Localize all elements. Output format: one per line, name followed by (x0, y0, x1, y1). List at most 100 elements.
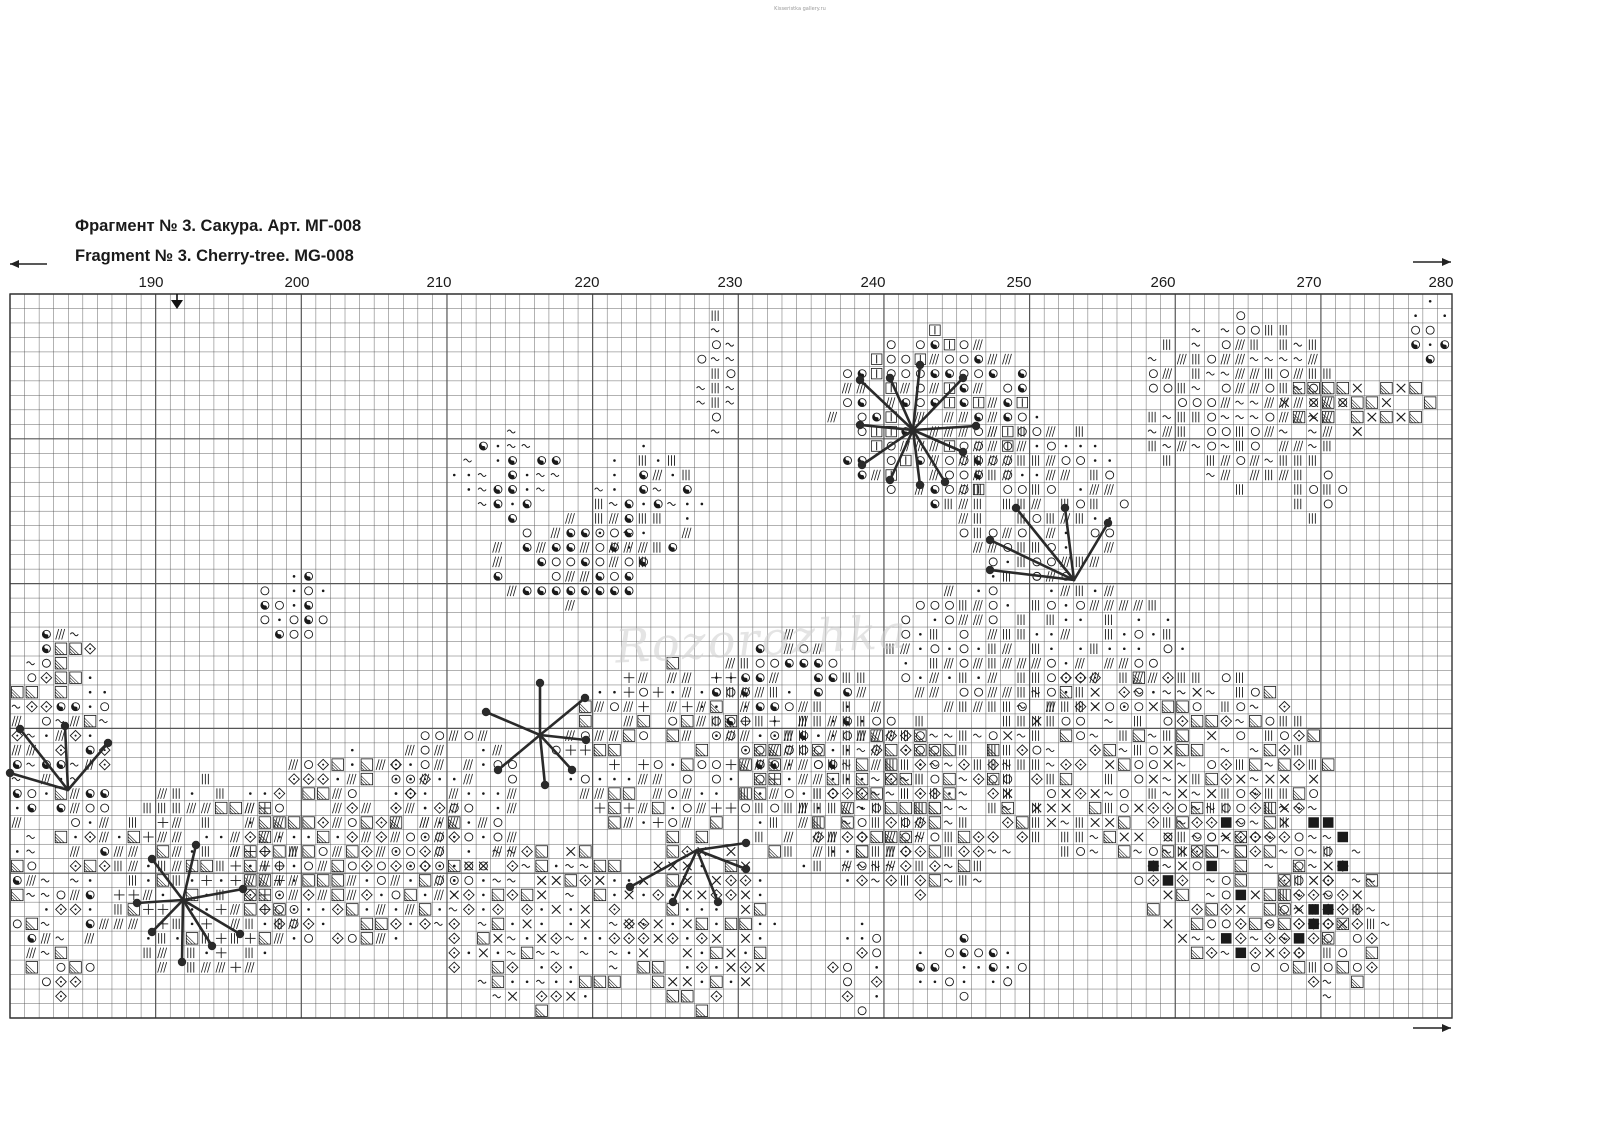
cross-symbol (522, 919, 532, 929)
circle-symbol (1119, 789, 1129, 799)
circle-symbol (551, 557, 561, 567)
diagonal-symbol (798, 701, 808, 713)
cross-symbol (1250, 890, 1261, 900)
circle-symbol (347, 818, 357, 827)
circle-symbol (1076, 600, 1086, 610)
circle-symbol (406, 861, 416, 871)
cross-symbol (682, 948, 692, 958)
dot-symbol (715, 792, 718, 795)
dot-symbol (1064, 604, 1068, 607)
hatched-symbol (1263, 801, 1277, 815)
bars-symbol (1104, 773, 1112, 785)
hatched-symbol (928, 874, 942, 887)
dot-symbol (205, 951, 208, 955)
hatched-symbol (11, 686, 24, 699)
circle-symbol (959, 629, 969, 639)
diamond-symbol (579, 874, 592, 887)
bars-symbol (1236, 426, 1243, 437)
dot-symbol (452, 879, 456, 882)
dot-symbol (423, 893, 427, 897)
diamond-symbol (928, 787, 941, 800)
dot-symbol (1050, 632, 1053, 636)
diagonal-symbol (1016, 440, 1027, 452)
diamond-symbol (1089, 671, 1102, 684)
diamond-symbol (1278, 744, 1291, 756)
tilde-symbol (26, 849, 35, 854)
circle-symbol (915, 600, 925, 610)
bars-symbol (988, 759, 996, 770)
yin-yang-symbol (493, 485, 503, 494)
cross-symbol (682, 890, 692, 900)
circle-symbol (1323, 962, 1333, 972)
source-caption: Kisseristka gallery.ru (774, 6, 826, 12)
bars-symbol (1046, 701, 1054, 712)
hatched-symbol (69, 671, 82, 684)
circle-symbol (275, 904, 284, 914)
bars-symbol (1003, 629, 1010, 640)
circle-symbol (1192, 398, 1202, 408)
diagonal-symbol (230, 904, 240, 915)
hatched-symbol (258, 874, 272, 887)
dot-symbol (817, 806, 820, 810)
tilde-symbol (477, 501, 487, 506)
circle-symbol (1207, 427, 1217, 437)
yin-yang-symbol (260, 600, 270, 610)
diagonal-symbol (783, 730, 794, 741)
tilde-symbol (1191, 791, 1201, 796)
cross-symbol (726, 846, 736, 857)
plus-symbol (638, 759, 649, 770)
diagonal-symbol (972, 701, 983, 713)
circle-symbol (347, 789, 357, 799)
circle-symbol (843, 398, 852, 408)
hatched-symbol (1336, 961, 1349, 974)
bars-symbol (1206, 455, 1214, 466)
tilde-symbol (1307, 444, 1317, 449)
bars-symbol (1294, 484, 1302, 495)
dot-symbol (438, 821, 441, 824)
dot-symbol (292, 604, 296, 607)
tilde-symbol (1104, 719, 1113, 724)
diagonal-symbol (332, 788, 342, 799)
roman-I-symbol (870, 367, 883, 380)
diamond-symbol (1249, 802, 1262, 814)
bars-symbol (1119, 672, 1127, 683)
tilde-symbol (1176, 690, 1186, 695)
diagonal-symbol (783, 744, 794, 756)
bars-symbol (638, 455, 646, 466)
dot-symbol (569, 966, 573, 969)
circle-symbol (945, 470, 954, 480)
diagonal-symbol (1104, 657, 1114, 669)
dot-symbol (219, 835, 223, 839)
diagonal-symbol (346, 773, 357, 785)
tilde-symbol (506, 849, 516, 854)
yin-yang-symbol (872, 412, 882, 422)
diagonal-symbol (594, 788, 605, 799)
tilde-symbol (1205, 936, 1215, 941)
dot-symbol (773, 763, 776, 766)
circle-symbol (1338, 398, 1348, 408)
yin-yang-symbol (624, 586, 634, 596)
circle-symbol (959, 470, 969, 480)
column-label-260: 260 (1150, 274, 1176, 291)
diamond-symbol (1336, 889, 1349, 901)
cross-symbol (1163, 919, 1173, 929)
bars-symbol (813, 788, 821, 799)
cross-symbol (740, 904, 751, 915)
dot-symbol (438, 864, 441, 868)
tilde-symbol (608, 501, 618, 506)
tilde-symbol (565, 936, 574, 941)
cross-symbol (740, 890, 751, 900)
cross-symbol (1323, 861, 1333, 871)
diamond-symbol (521, 845, 534, 858)
hatched-symbol (1001, 801, 1014, 815)
diamond-symbol (812, 831, 825, 843)
cross-symbol (1134, 803, 1144, 813)
diamond-symbol (987, 831, 1000, 843)
diamond-symbol (1278, 946, 1291, 959)
circle-symbol (901, 354, 911, 364)
diagonal-symbol (171, 831, 182, 843)
diagonal-symbol (725, 657, 736, 669)
cross-symbol (740, 933, 751, 943)
cross-symbol (478, 948, 489, 958)
tilde-symbol (1235, 415, 1244, 420)
